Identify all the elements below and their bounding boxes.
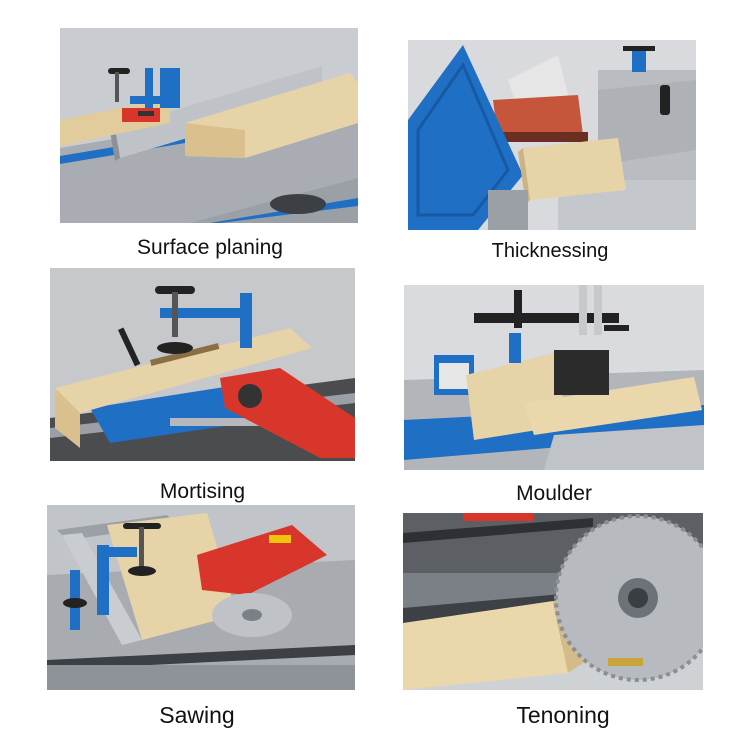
surface-planing-caption: Surface planing [137,236,283,259]
sawing-caption: Sawing [159,702,235,728]
moulder-photo [404,285,704,470]
moulder-caption: Moulder [516,482,592,505]
thicknessing-photo [408,40,696,230]
mortising-caption: Mortising [159,480,246,503]
thicknessing-caption: Thicknessing [491,240,609,262]
mortising-photo [50,268,355,461]
tenoning-caption: Tenoning [516,702,610,728]
sawing-photo [47,505,355,690]
surface-planing-photo [60,28,358,223]
tenoning-photo [403,513,703,690]
